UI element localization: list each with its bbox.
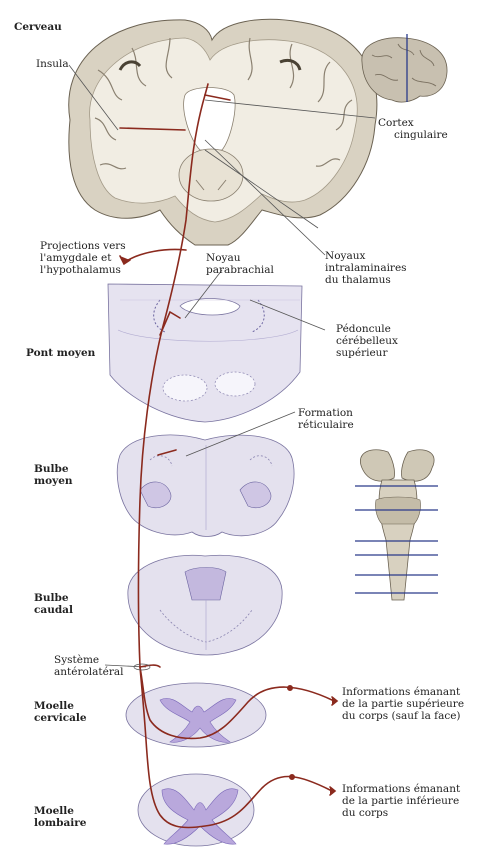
label-line: Noyau	[206, 252, 274, 264]
label-line: l'amygdale et	[40, 252, 126, 264]
label-noyau-parabrachial: Noyau parabrachial	[206, 252, 274, 276]
label-line: l'hypothalamus	[40, 264, 126, 276]
label-line: Informations émanant	[342, 686, 464, 698]
label-line: moyen	[34, 475, 73, 487]
brainstem-inset	[355, 450, 438, 600]
label-line: réticulaire	[298, 419, 354, 431]
medulla-caudal-section	[128, 555, 282, 655]
spinal-cord-cervical-section	[126, 683, 266, 747]
label-line: cingulaire	[378, 129, 448, 141]
label-line: Moelle	[34, 700, 87, 712]
label-line: Noyaux	[325, 250, 407, 262]
label-line: du corps	[342, 807, 460, 819]
label-line: Formation	[298, 407, 354, 419]
label-line: lombaire	[34, 817, 86, 829]
label-info-superieure: Informations émanant de la partie supéri…	[342, 686, 464, 722]
spinal-cord-lumbar-section	[138, 774, 254, 846]
label-line: Moelle	[34, 805, 86, 817]
label-line: du corps (sauf la face)	[342, 710, 464, 722]
label-projections: Projections vers l'amygdale et l'hypotha…	[40, 240, 126, 276]
label-line: parabrachial	[206, 264, 274, 276]
label-bulbe-caudal: Bulbe caudal	[34, 592, 73, 616]
label-cerveau: Cerveau	[14, 21, 62, 33]
label-line: de la partie inférieure	[342, 795, 460, 807]
label-line: Cortex	[378, 117, 448, 129]
pons-section	[108, 284, 302, 422]
label-systeme-anterolateral: Système antérolatéral	[54, 654, 124, 678]
label-cortex-cingulaire: Cortex cingulaire	[378, 117, 448, 141]
label-line: supérieur	[336, 347, 398, 359]
label-line: du thalamus	[325, 274, 407, 286]
label-insula: Insula	[36, 58, 69, 70]
label-pedoncule: Pédoncule cérébelleux supérieur	[336, 323, 398, 359]
label-pont-moyen: Pont moyen	[26, 347, 95, 359]
inset-brain-sagittal	[362, 34, 447, 102]
label-line: antérolatéral	[54, 666, 124, 678]
label-noyaux-intralaminaires: Noyaux intralaminaires du thalamus	[325, 250, 407, 286]
label-line: Bulbe	[34, 463, 73, 475]
brain-coronal-section	[69, 19, 377, 245]
label-line: Bulbe	[34, 592, 73, 604]
medulla-middle-section	[117, 435, 294, 537]
label-line: Informations émanant	[342, 783, 460, 795]
label-line: Projections vers	[40, 240, 126, 252]
label-line: Système	[54, 654, 124, 666]
label-formation-reticulaire: Formation réticulaire	[298, 407, 354, 431]
label-line: de la partie supérieure	[342, 698, 464, 710]
label-line: cervicale	[34, 712, 87, 724]
label-moelle-cervicale: Moelle cervicale	[34, 700, 87, 724]
label-moelle-lombaire: Moelle lombaire	[34, 805, 86, 829]
label-bulbe-moyen: Bulbe moyen	[34, 463, 73, 487]
label-line: Pédoncule	[336, 323, 398, 335]
label-line: cérébelleux	[336, 335, 398, 347]
label-line: intralaminaires	[325, 262, 407, 274]
label-info-inferieure: Informations émanant de la partie inféri…	[342, 783, 460, 819]
label-line: caudal	[34, 604, 73, 616]
